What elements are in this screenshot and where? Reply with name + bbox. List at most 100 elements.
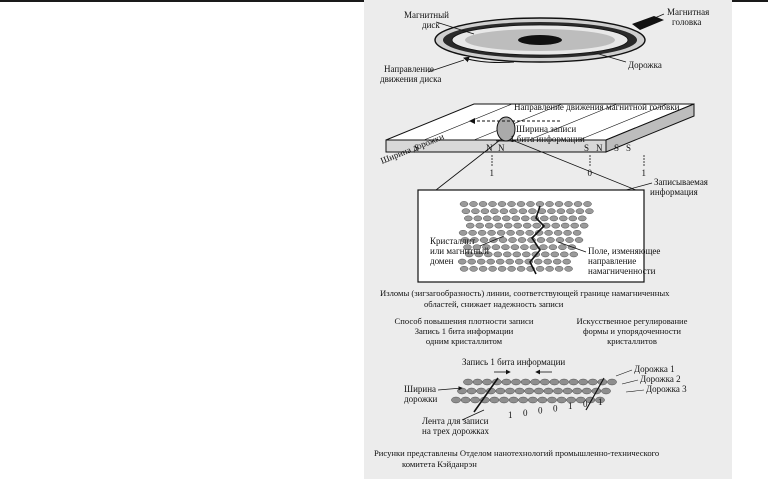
grain-31 (492, 215, 502, 222)
grain-79 (574, 237, 584, 243)
label-crystal-3: домен (430, 256, 454, 266)
tape-grain-9 (549, 378, 560, 386)
tape-grain-25 (543, 387, 554, 395)
crystal-grains (457, 201, 594, 272)
grain-9 (545, 201, 554, 207)
grain-50 (551, 222, 560, 229)
disk-spindle (518, 35, 562, 45)
track-bits: 1 0 1 (490, 155, 647, 178)
grain-48 (532, 222, 541, 229)
grain-54 (458, 229, 468, 236)
grain-59 (506, 229, 515, 236)
grain-61 (525, 229, 534, 236)
grain-44 (494, 222, 503, 229)
track-bit-1: 0 (588, 168, 593, 178)
grain-66 (572, 229, 582, 236)
tape-grain-1 (472, 378, 483, 386)
zigzag-boundary (529, 205, 546, 275)
tape-grain-12 (578, 378, 588, 386)
tape-grain-13 (587, 378, 598, 386)
track-bit-2: 1 (642, 168, 647, 178)
label-disk-2: диск (422, 20, 440, 30)
grain-43 (484, 222, 494, 229)
tape-grain-26 (553, 387, 563, 395)
track-2-label: Дорожка 2 (640, 374, 681, 384)
grain-84 (501, 244, 510, 250)
track-divider-2 (473, 103, 563, 141)
leader-field (557, 241, 587, 253)
tape-grain-32 (451, 396, 461, 404)
tape-grain-47 (595, 396, 605, 404)
grain-29 (473, 215, 483, 222)
tape-grain-24 (533, 387, 544, 395)
leader-head (649, 13, 665, 21)
tape-grain-18 (476, 387, 486, 395)
grain-20 (518, 208, 528, 214)
tape-bit-6: 1 (598, 397, 603, 407)
grain-73 (517, 237, 527, 243)
tape-grain-20 (495, 387, 506, 395)
tape-grain-5 (511, 378, 521, 386)
tape-grain-29 (581, 387, 592, 395)
tape-boundary-2 (585, 377, 605, 411)
grain-68 (470, 237, 479, 243)
grain-81 (472, 244, 482, 250)
track-side-face (605, 103, 695, 153)
tape-grain-41 (537, 396, 548, 404)
credits-1: Рисунки представлены Отделом нанотехноло… (374, 448, 659, 458)
pole-3: S (584, 143, 589, 153)
method-left-1: Способ повышения плотности записи (395, 316, 534, 326)
grain-86 (520, 244, 529, 250)
caption-main-1: Изломы (зигзагообразность) линии, соотве… (380, 288, 670, 298)
grain-2 (478, 201, 488, 207)
tape-grain-39 (518, 396, 528, 404)
grain-24 (556, 208, 566, 214)
label-width-2: дорожки (404, 394, 437, 404)
leader-track-3 (625, 389, 645, 393)
grain-10 (554, 201, 564, 207)
leader-disk (435, 21, 475, 35)
tape-grain-43 (556, 396, 567, 404)
label-direction-2: движения диска (380, 74, 441, 84)
grain-93 (474, 251, 484, 258)
grain-19 (509, 208, 518, 214)
grain-53 (579, 222, 589, 229)
grain-65 (563, 229, 572, 236)
grain-106 (476, 258, 486, 265)
leader-recorded (625, 182, 653, 191)
tape-grain-45 (575, 396, 586, 404)
grain-89 (548, 244, 558, 250)
label-direction-1: Направление (384, 64, 434, 74)
grain-64 (553, 229, 563, 236)
label-recorded-2: информация (650, 187, 698, 197)
tape-bit-5: 0 (583, 399, 588, 409)
grain-33 (511, 215, 521, 222)
grain-80 (463, 244, 472, 250)
zoom-line-right (511, 139, 637, 191)
grain-109 (505, 258, 514, 265)
tape-grain-44 (566, 396, 576, 404)
pole-6: S (626, 143, 631, 153)
label-tape-2: на трех дорожках (422, 426, 490, 436)
tape-grain-42 (547, 396, 557, 404)
grain-32 (502, 215, 511, 222)
label-field-1: Поле, изменяющее (588, 246, 660, 256)
tape-grain-23 (524, 387, 534, 395)
grain-103 (569, 251, 579, 258)
tape-grain-27 (562, 387, 573, 395)
tape-grain-33 (460, 396, 471, 404)
grain-75 (536, 237, 546, 243)
label-bit-width-2: 1 бита информации (510, 134, 585, 144)
label-head-direction: Направление движения магнитной головки (514, 102, 680, 112)
leader-tape (461, 409, 485, 421)
track-bit-0: 1 (490, 168, 495, 178)
grain-5 (507, 201, 516, 207)
grain-105 (467, 258, 476, 265)
grain-116 (459, 265, 469, 272)
grain-102 (560, 251, 569, 258)
grain-27 (585, 208, 594, 214)
label-field-2: направление (588, 256, 636, 266)
tape-grain-21 (505, 387, 515, 395)
grain-51 (560, 222, 570, 229)
